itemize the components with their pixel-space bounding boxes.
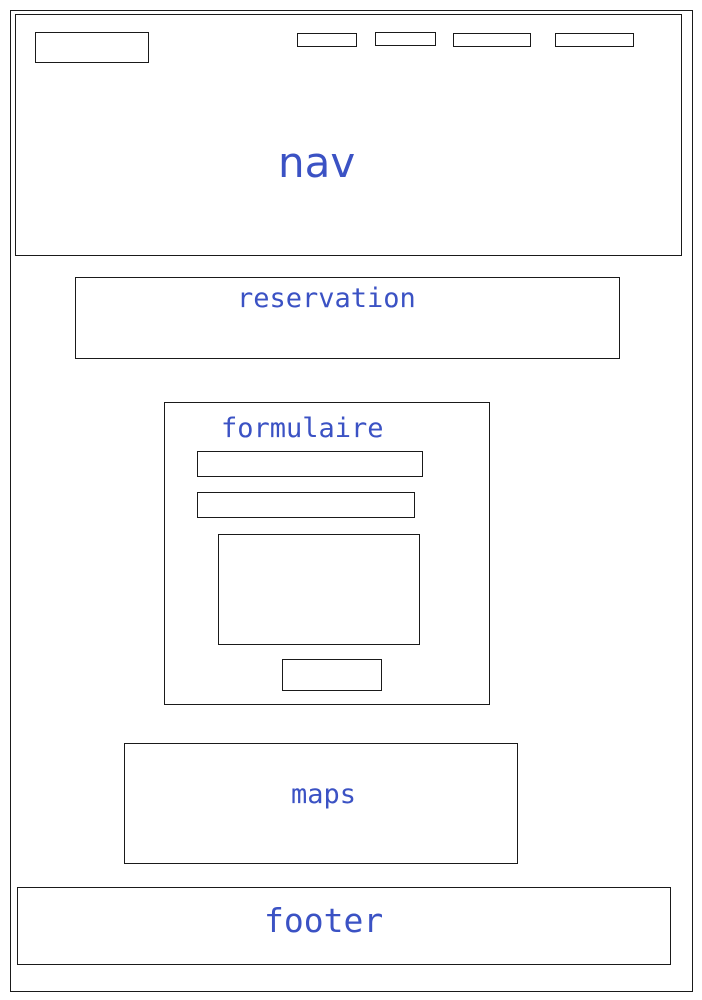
reservation-label: reservation [237,283,416,314]
reservation-section [75,277,620,359]
nav-link-placeholder-4[interactable] [555,33,634,47]
nav-section [15,14,682,256]
form-input-field-2[interactable] [197,492,415,518]
form-submit-button[interactable] [282,659,382,691]
maps-label: maps [291,779,357,810]
form-section [164,402,490,705]
page-frame [10,10,693,992]
form-label: formulaire [221,413,384,444]
nav-logo-placeholder[interactable] [35,32,149,63]
form-input-field-1[interactable] [197,451,423,477]
nav-link-placeholder-3[interactable] [453,33,531,47]
footer-label: footer [264,901,384,940]
maps-section [124,743,518,864]
nav-link-placeholder-1[interactable] [297,33,357,47]
nav-label: nav [278,138,356,187]
form-textarea[interactable] [218,534,420,645]
footer-section [17,887,671,965]
nav-link-placeholder-2[interactable] [375,32,436,46]
